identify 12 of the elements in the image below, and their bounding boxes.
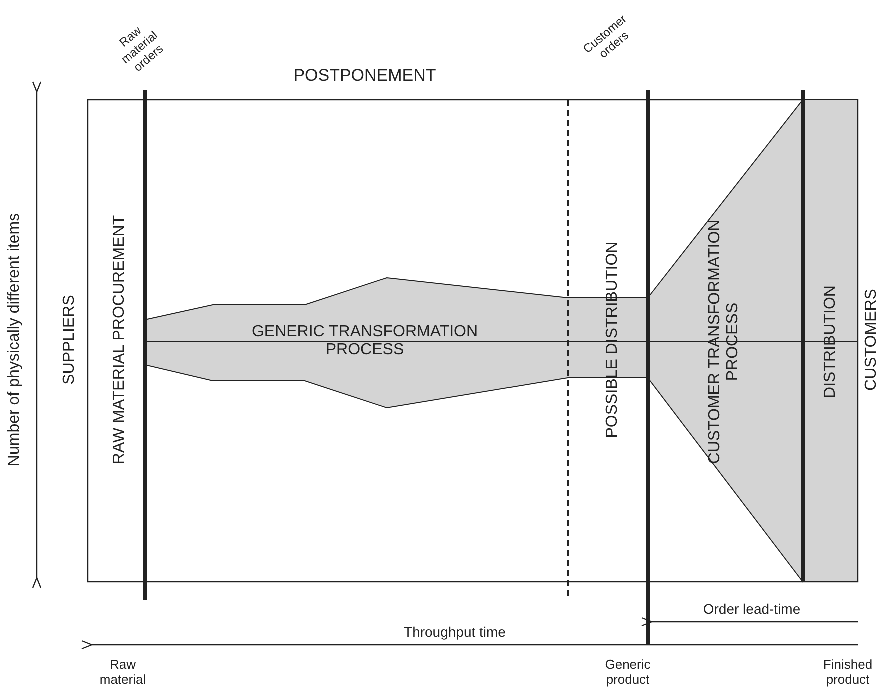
stage-label: RAW MATERIAL PROCUREMENT — [110, 215, 129, 465]
axis-label: Finished product — [822, 658, 874, 688]
process-label: GENERIC TRANSFORMATION PROCESS — [250, 324, 480, 360]
axis-label: Raw material — [98, 658, 148, 688]
axis-label: Generic product — [604, 658, 652, 688]
stage-label: POSSIBLE DISTRIBUTION — [604, 242, 622, 438]
stage-label: SUPPLIERS — [60, 295, 79, 385]
stage-label: DISTRIBUTION — [822, 286, 840, 398]
axis-label: Number of physically different items — [6, 213, 24, 467]
process-label: CUSTOMER TRANSFORMATION PROCESS — [706, 218, 743, 466]
title: POSTPONEMENT — [294, 66, 436, 86]
stage-label: CUSTOMERS — [862, 289, 881, 391]
